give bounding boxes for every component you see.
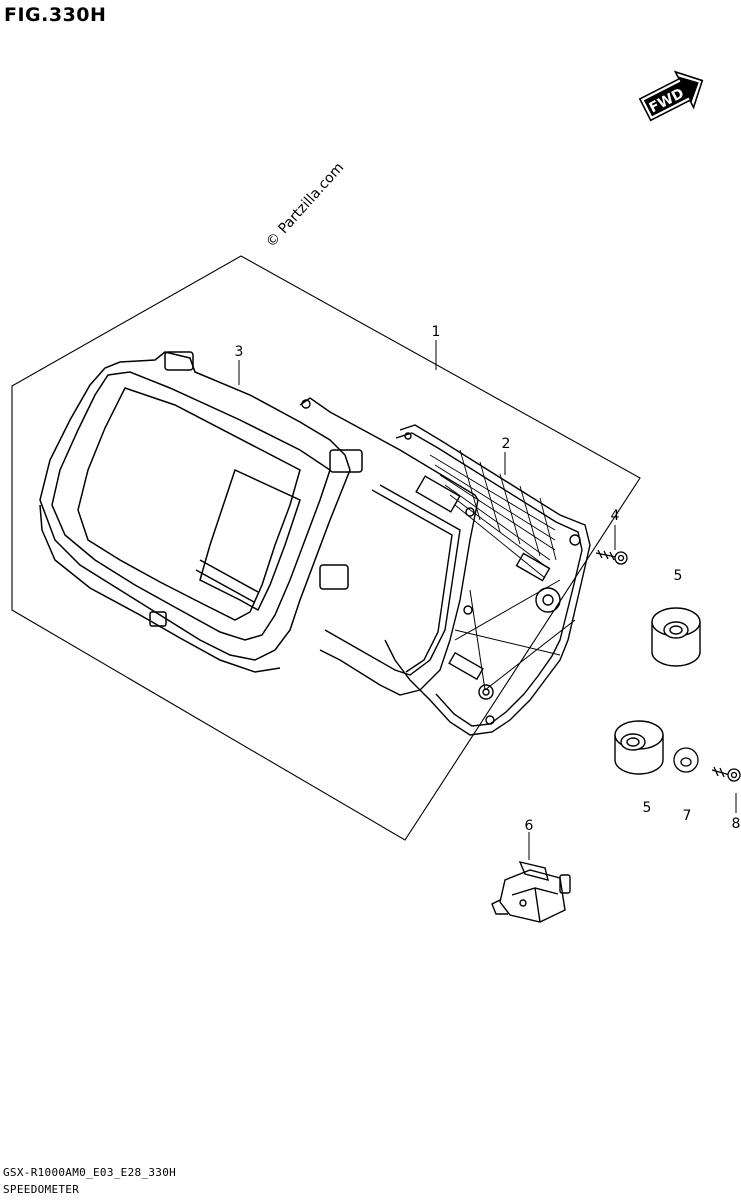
connector-icon: [491, 860, 571, 923]
footer-name: SPEEDOMETER: [3, 1183, 80, 1196]
meter-lens: [39, 351, 363, 673]
callout-2: 2: [502, 436, 511, 452]
callout-7: 7: [683, 808, 692, 824]
meter-case: [384, 424, 591, 736]
grommet-icon: [614, 720, 664, 775]
callout-1: 1: [432, 324, 441, 340]
screw-icon: [595, 549, 628, 565]
bolt-icon: [711, 766, 741, 782]
callout-5-upper: 5: [674, 568, 683, 584]
callout-8: 8: [732, 816, 741, 832]
callout-3: 3: [235, 344, 244, 360]
grommet-icon: [651, 607, 701, 667]
figure-title: FIG.330H: [4, 4, 107, 26]
washer-icon: [673, 747, 699, 773]
callout-4: 4: [611, 508, 620, 524]
footer-code: GSX-R1000AM0_E03_E28_330H: [3, 1166, 177, 1179]
leader-lines: [238, 340, 737, 860]
watermark: © Partzilla.com: [263, 160, 347, 251]
assembly-outline: [11, 255, 641, 841]
callout-6: 6: [525, 818, 534, 834]
display-panel: [299, 397, 479, 696]
fwd-arrow-icon: FWD: [638, 70, 704, 122]
callout-5-lower: 5: [643, 800, 652, 816]
